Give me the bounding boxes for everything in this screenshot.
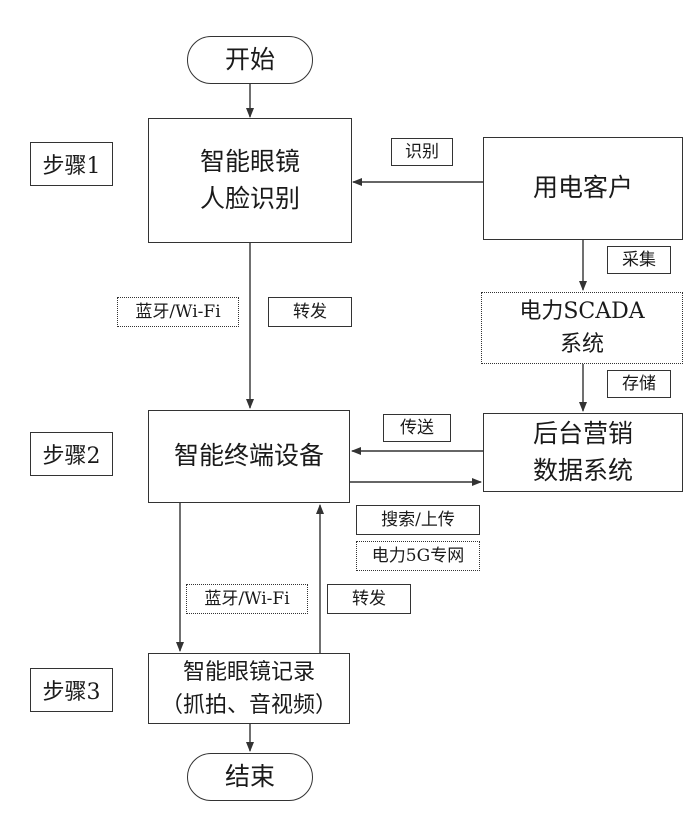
scada-line-1: 电力SCADA <box>519 299 645 324</box>
label-forward-1-text: 转发 <box>293 301 327 322</box>
terminal-device-box: 智能终端设备 <box>148 410 350 503</box>
label-collect-text: 采集 <box>622 249 656 270</box>
step-1-text: 步骤1 <box>42 154 101 179</box>
record-line-1: 智能眼镜记录 <box>182 659 315 685</box>
customer-box: 用电客户 <box>483 137 683 240</box>
backend-system-box: 后台营销 数据系统 <box>483 413 683 492</box>
label-transmit: 传送 <box>383 414 451 442</box>
record-line-2: （抓拍、音视频） <box>160 692 337 718</box>
scada-line-2: 系统 <box>559 332 604 357</box>
terminal-device-text: 智能终端设备 <box>173 441 324 471</box>
label-forward-2-text: 转发 <box>352 588 386 609</box>
label-search-upload: 搜索/上传 <box>356 505 480 535</box>
label-bt-wifi-2-text: 蓝牙/Wi-Fi <box>204 588 290 609</box>
backend-line-2: 数据系统 <box>532 455 633 485</box>
label-store-text: 存储 <box>622 373 656 394</box>
label-bt-wifi-1-text: 蓝牙/Wi-Fi <box>135 301 221 322</box>
end-text: 结束 <box>224 761 275 791</box>
scada-box: 电力SCADA 系统 <box>481 292 683 364</box>
customer-text: 用电客户 <box>532 173 633 203</box>
step-2-text: 步骤2 <box>42 444 101 469</box>
glasses-face-recognition-box: 智能眼镜 人脸识别 <box>148 118 352 243</box>
label-forward-1: 转发 <box>268 297 352 327</box>
step-3-label: 步骤3 <box>30 668 113 712</box>
step-2-label: 步骤2 <box>30 432 113 476</box>
label-identify: 识别 <box>391 138 453 166</box>
start-text: 开始 <box>224 44 275 74</box>
label-power-5g: 电力5G专网 <box>356 541 480 571</box>
label-forward-2: 转发 <box>327 584 411 614</box>
glasses-face-line-2: 人脸识别 <box>199 183 300 213</box>
label-store: 存储 <box>607 370 671 398</box>
label-power-5g-text: 电力5G专网 <box>371 545 465 566</box>
end-node: 结束 <box>187 753 313 801</box>
glasses-face-line-1: 智能眼镜 <box>199 147 300 177</box>
start-node: 开始 <box>187 36 313 84</box>
label-search-upload-text: 搜索/上传 <box>381 509 455 530</box>
label-bt-wifi-1: 蓝牙/Wi-Fi <box>117 297 239 327</box>
label-collect: 采集 <box>607 246 671 274</box>
label-bt-wifi-2: 蓝牙/Wi-Fi <box>186 584 308 614</box>
step-1-label: 步骤1 <box>30 142 113 186</box>
label-transmit-text: 传送 <box>400 417 434 438</box>
label-identify-text: 识别 <box>405 141 439 162</box>
glasses-record-box: 智能眼镜记录 （抓拍、音视频） <box>148 653 350 724</box>
step-3-text: 步骤3 <box>42 680 101 705</box>
backend-line-1: 后台营销 <box>532 419 633 449</box>
